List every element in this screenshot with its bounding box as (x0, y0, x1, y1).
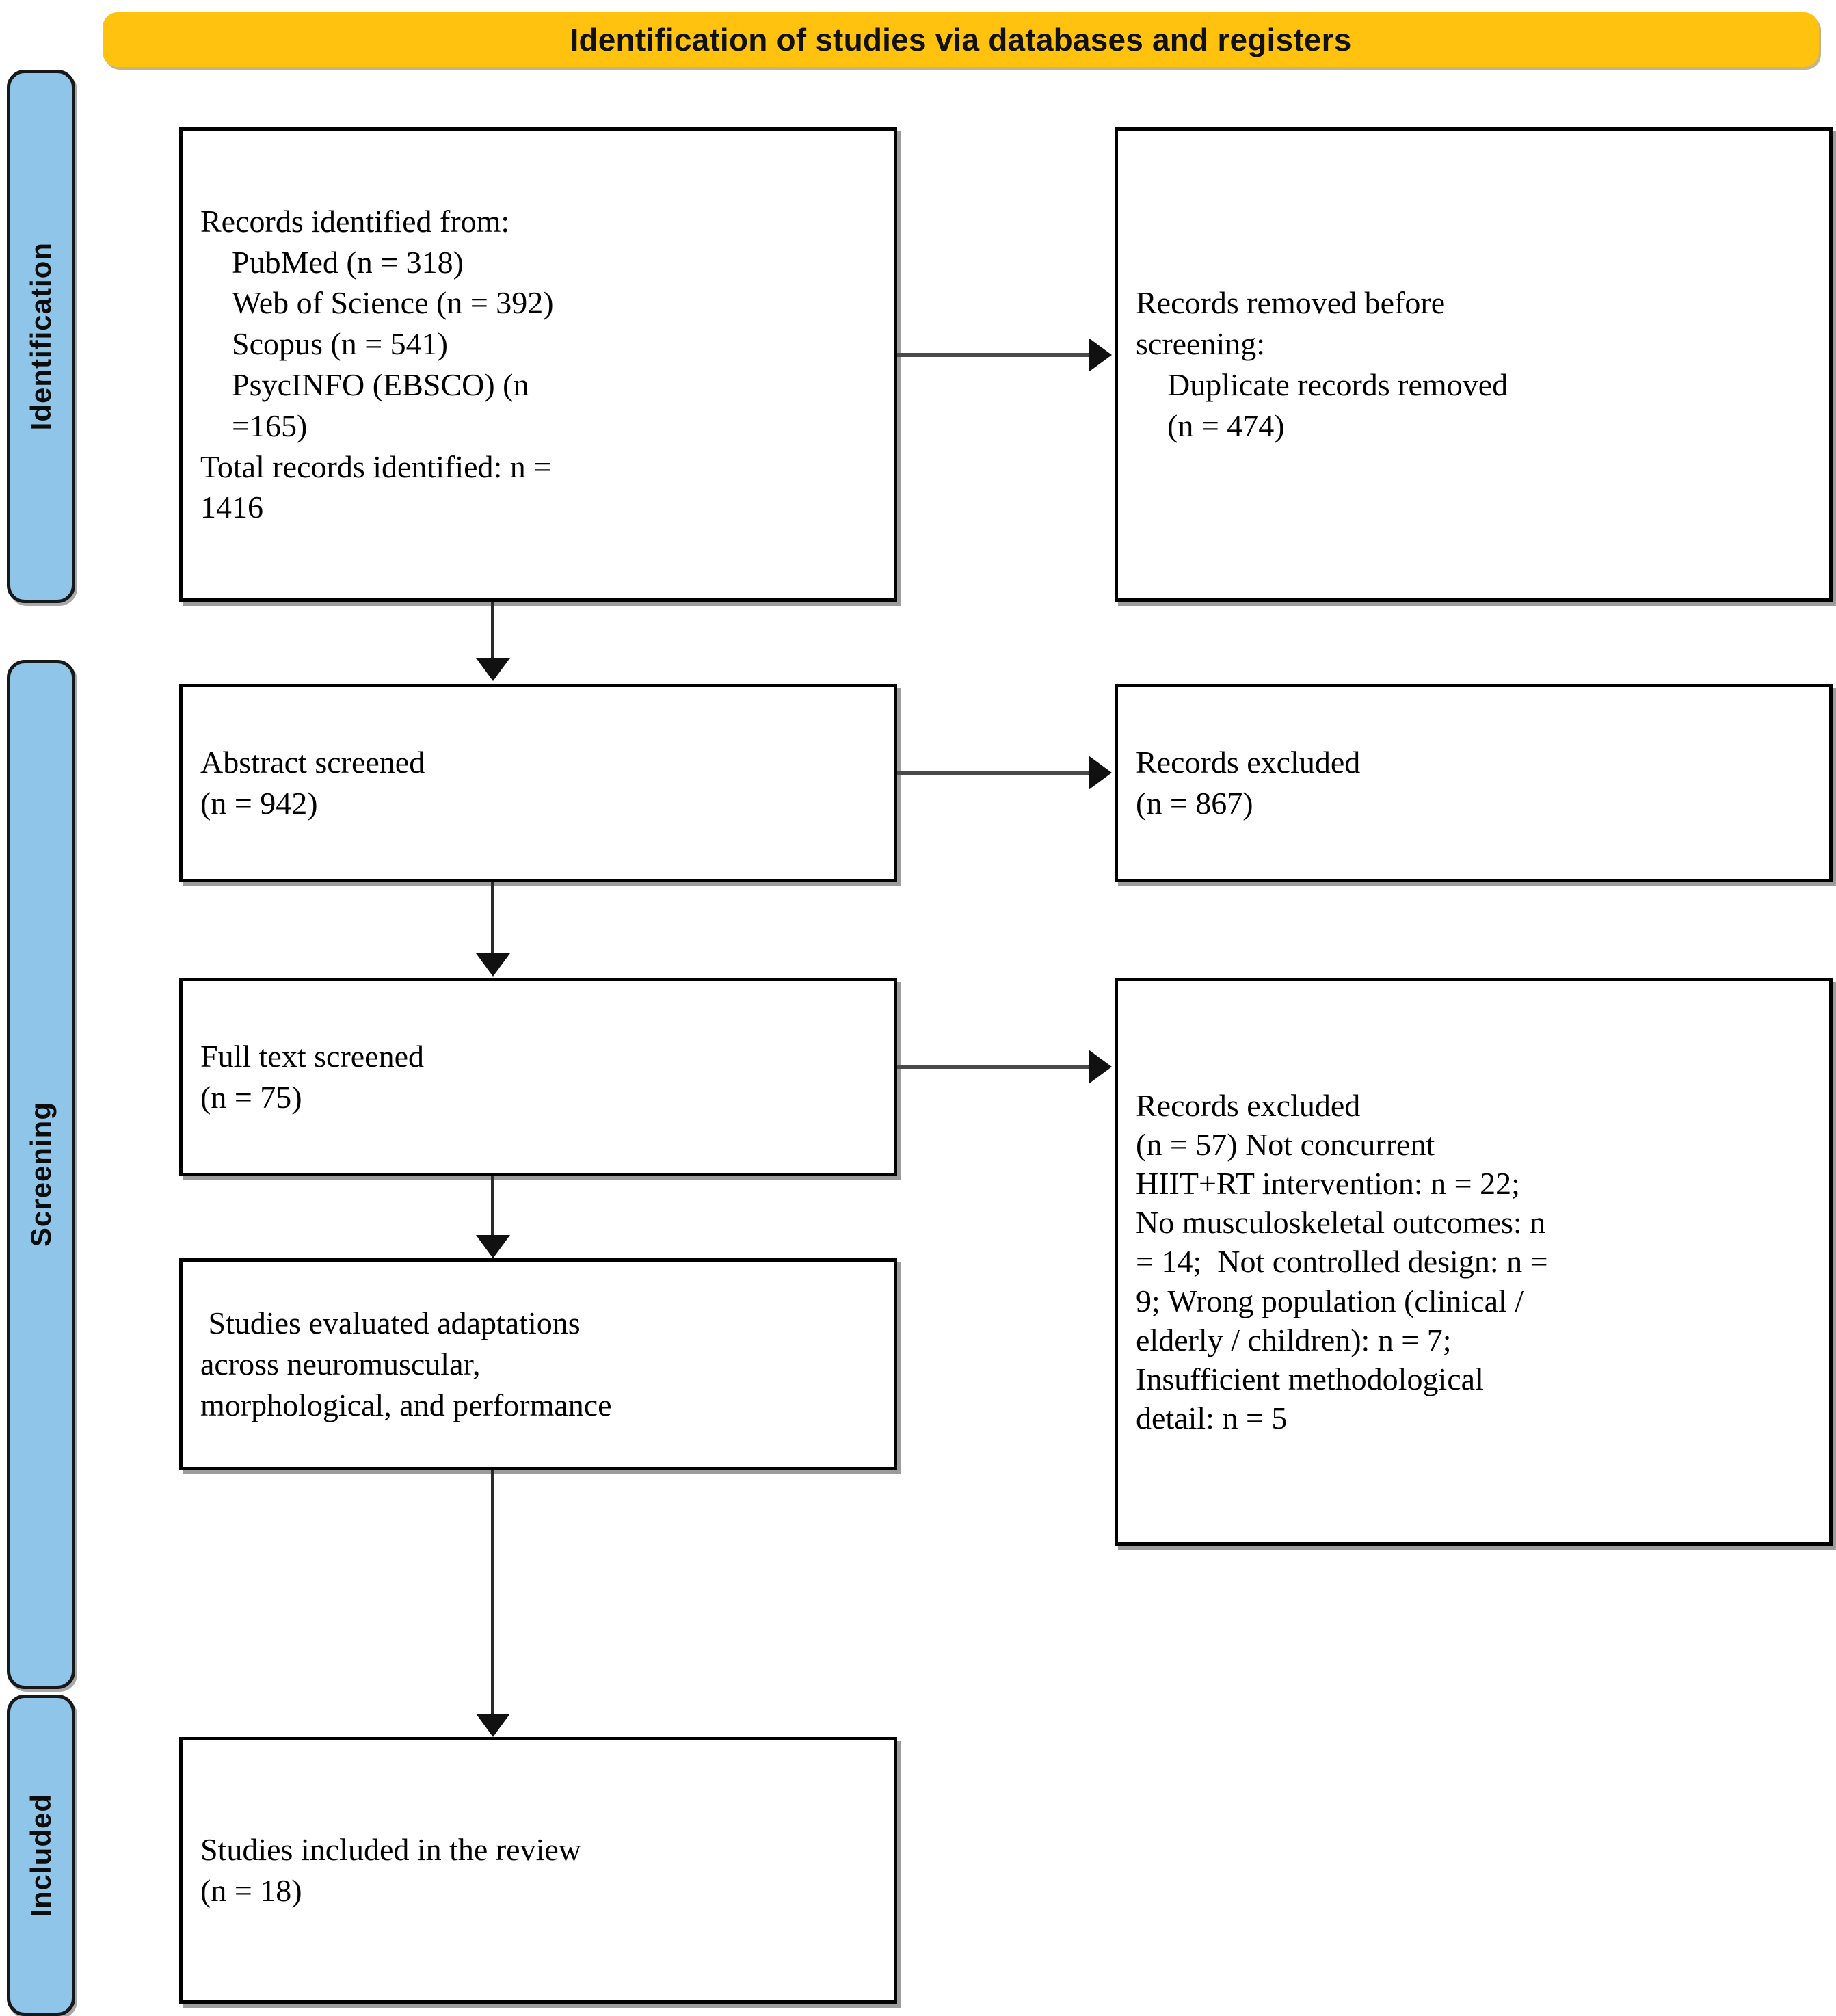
banner-title: Identification of studies via databases … (570, 22, 1352, 57)
connector-identified-to-abstract-line (491, 602, 494, 658)
box-records-excluded-abstract: Records excluded (n = 867) (1115, 684, 1833, 882)
box-records-removed: Records removed before screening: Duplic… (1115, 127, 1833, 602)
box-records-identified-text: Records identified from: PubMed (n = 318… (200, 203, 554, 525)
connector-evaluated-to-included-arrow (476, 1714, 510, 1737)
stage-screening-text: Screening (25, 1102, 57, 1247)
connector-fulltext-to-evaluated-line (491, 1176, 494, 1235)
connector-evaluated-to-included-line (491, 1470, 494, 1714)
box-abstract-screened: Abstract screened (n = 942) (179, 684, 897, 882)
box-abstract-screened-text: Abstract screened (n = 942) (200, 745, 425, 821)
connector-abstract-to-fulltext-arrow (476, 953, 510, 977)
connector-identified-to-removed-line (897, 353, 1089, 357)
box-records-removed-text: Records removed before screening: Duplic… (1136, 285, 1508, 443)
box-full-text-screened: Full text screened (n = 75) (179, 978, 897, 1176)
box-records-excluded-abstract-text: Records excluded (n = 867) (1136, 745, 1361, 821)
box-studies-included-text: Studies included in the review (n = 18) (200, 1832, 581, 1908)
connector-abstract-to-fulltext-line (491, 882, 494, 953)
stage-label-included: Included (7, 1695, 75, 2016)
connector-abstract-to-excluded-arrow (1089, 756, 1112, 790)
stage-label-identification: Identification (7, 70, 75, 603)
connector-abstract-to-excluded-line (897, 771, 1089, 775)
stage-identification-text: Identification (25, 242, 57, 431)
box-records-identified: Records identified from: PubMed (n = 318… (179, 127, 897, 602)
connector-fulltext-to-evaluated-arrow (476, 1235, 510, 1258)
connector-identified-to-removed-arrow (1089, 338, 1112, 372)
box-studies-included: Studies included in the review (n = 18) (179, 1737, 897, 2004)
box-studies-evaluated-text: Studies evaluated adaptations across neu… (200, 1305, 612, 1422)
box-records-excluded-fulltext: Records excluded (n = 57) Not concurrent… (1115, 978, 1833, 1546)
connector-fulltext-to-excluded-arrow (1089, 1050, 1112, 1084)
diagram-header-banner: Identification of studies via databases … (103, 12, 1819, 67)
stage-included-text: Included (25, 1793, 57, 1918)
box-full-text-screened-text: Full text screened (n = 75) (200, 1039, 425, 1115)
stage-label-screening: Screening (7, 660, 75, 1689)
box-records-excluded-fulltext-text: Records excluded (n = 57) Not concurrent… (1136, 1088, 1548, 1435)
box-studies-evaluated: Studies evaluated adaptations across neu… (179, 1258, 897, 1470)
connector-fulltext-to-excluded-line (897, 1065, 1089, 1069)
connector-identified-to-abstract-arrow (476, 658, 510, 681)
